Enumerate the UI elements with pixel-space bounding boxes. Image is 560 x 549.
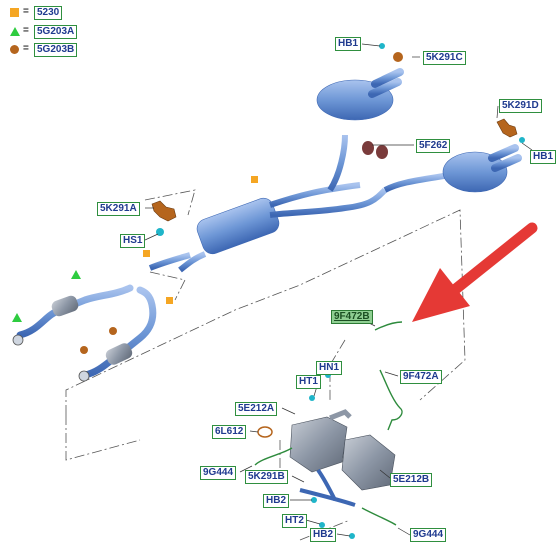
center-section xyxy=(148,134,451,273)
dash-dot-outlines xyxy=(65,189,466,541)
front-downpipes xyxy=(12,284,157,382)
legend-equals: = xyxy=(23,6,29,17)
circle-marker-icon xyxy=(10,45,19,54)
part-label-ht2: HT2 xyxy=(282,514,307,528)
legend-code-5230: 5230 xyxy=(34,6,63,20)
legend-equals: = xyxy=(23,43,29,54)
part-label-5e212a: 5E212A xyxy=(235,402,278,416)
lower-catalysts xyxy=(257,372,396,539)
part-label-5k291c: 5K291C xyxy=(423,51,466,65)
part-label-9f472b: 9F472B xyxy=(331,310,373,324)
legend-code-5g203a: 5G203A xyxy=(34,25,78,39)
part-label-ht1: HT1 xyxy=(296,375,321,389)
part-label-5k291a: 5K291A xyxy=(97,202,140,216)
legend-equals: = xyxy=(23,25,29,36)
part-label-5k291d: 5K291D xyxy=(499,99,542,113)
rear-mufflers xyxy=(316,68,522,193)
red-pointer-arrow xyxy=(412,222,538,322)
sensor-wiring xyxy=(254,321,403,526)
part-label-9g444-right: 9G444 xyxy=(410,528,447,542)
part-label-hn1: HN1 xyxy=(316,361,343,375)
square-marker-icon xyxy=(10,8,19,17)
part-label-5f262: 5F262 xyxy=(416,139,451,153)
part-label-5e212b: 5E212B xyxy=(390,473,433,487)
part-label-6l612: 6L612 xyxy=(212,425,247,439)
triangle-marker-icon xyxy=(10,27,20,36)
part-label-hb1-right: HB1 xyxy=(530,150,557,164)
part-label-hs1: HS1 xyxy=(120,234,146,248)
part-label-hb2-bottom: HB2 xyxy=(310,528,337,542)
part-label-hb1-top: HB1 xyxy=(335,37,362,51)
diagram-markers xyxy=(12,176,258,354)
part-label-5k291b: 5K291B xyxy=(245,470,288,484)
part-label-hb2-left: HB2 xyxy=(263,494,290,508)
part-label-9g444-left: 9G444 xyxy=(200,466,237,480)
legend-code-5g203b: 5G203B xyxy=(34,43,78,57)
part-label-9f472a: 9F472A xyxy=(400,370,442,384)
